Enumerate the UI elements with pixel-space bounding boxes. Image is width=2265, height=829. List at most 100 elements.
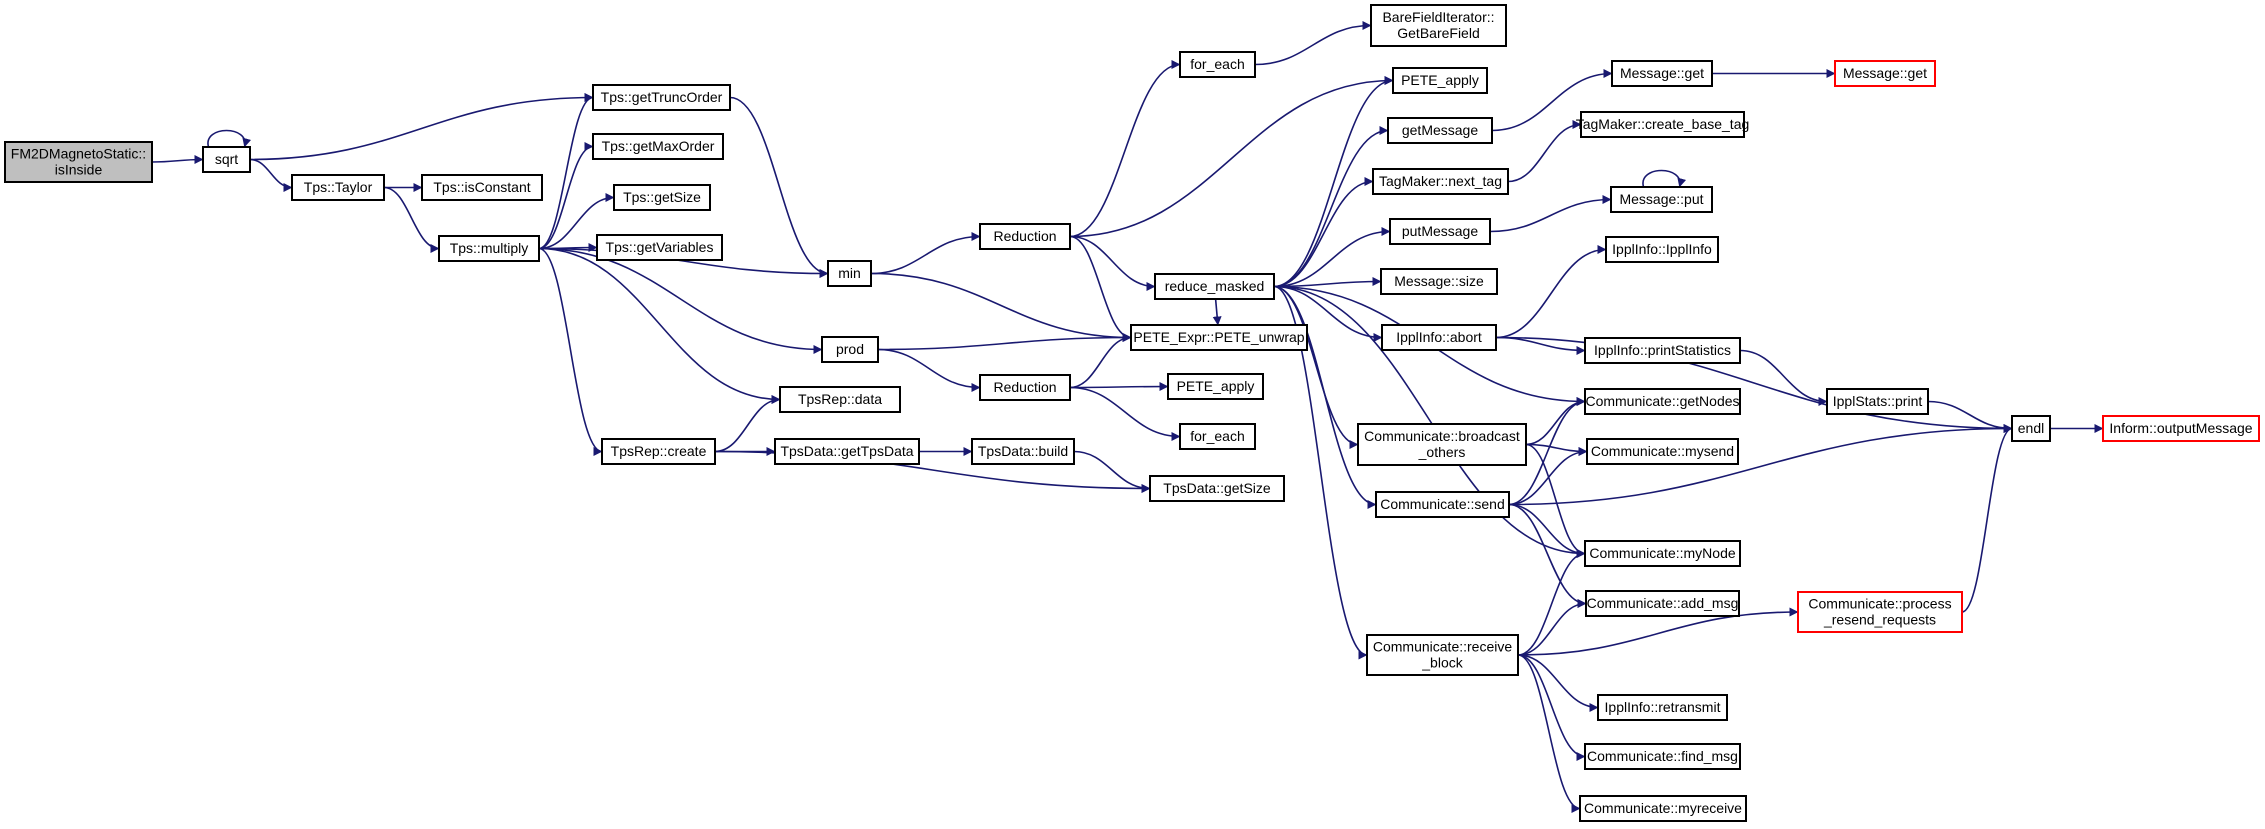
graph-node-outputMessage[interactable]: Inform::outputMessage (2102, 415, 2260, 442)
graph-node-ipplStatsPrint[interactable]: IpplStats::print (1826, 388, 1929, 415)
edge-reduction2-to-peteUnwrap (1069, 333, 1132, 389)
edge-multiply-to-tpsrepCreate (538, 247, 603, 456)
node-label: Message::get (1620, 65, 1704, 81)
node-box (1586, 438, 1739, 465)
graph-node-getMaxOrder[interactable]: Tps::getMaxOrder (592, 133, 724, 160)
edge-reduceMasked-to-peteUnwrap (1212, 298, 1222, 326)
graph-node-ipplInfoCtor[interactable]: IpplInfo::IpplInfo (1605, 236, 1719, 263)
edge-receiveBlock-to-addMsg (1517, 599, 1587, 656)
graph-node-findMsg[interactable]: Communicate::find_msg (1584, 743, 1741, 770)
graph-node-putMessage[interactable]: putMessage (1389, 218, 1491, 245)
node-box (1584, 388, 1741, 415)
graph-node-getMessage[interactable]: getMessage (1387, 117, 1493, 144)
graph-node-getTruncOrder[interactable]: Tps::getTruncOrder (592, 84, 731, 111)
edge-nextTag-to-createBaseTag (1507, 120, 1582, 183)
graph-node-myreceive[interactable]: Communicate::myreceive (1579, 795, 1747, 822)
edge-tpsdataBuild-to-tpsdataGetSize (1073, 450, 1151, 493)
edge-reduceMasked-to-broadcast (1273, 285, 1359, 449)
graph-node-ipplAbort[interactable]: IpplInfo::abort (1381, 324, 1497, 351)
graph-node-prod[interactable]: prod (821, 336, 879, 363)
graph-node-peteApply2[interactable]: PETE_apply (1167, 373, 1264, 400)
graph-node-reduction1[interactable]: Reduction (979, 223, 1071, 250)
graph-node-peteApply1[interactable]: PETE_apply (1392, 67, 1488, 94)
node-box (1179, 51, 1256, 78)
edge-reduceMasked-to-getMessage (1273, 126, 1389, 288)
edge-reduceMasked-to-send (1273, 285, 1377, 509)
graph-node-receiveBlock[interactable]: Communicate::receive_block (1366, 634, 1519, 676)
graph-node-messageGetExt[interactable]: Message::get (1834, 60, 1936, 87)
graph-node-nextTag[interactable]: TagMaker::next_tag (1372, 168, 1509, 195)
graph-node-printStatistics[interactable]: IpplInfo::printStatistics (1584, 337, 1741, 364)
graph-node-createBaseTag[interactable]: TagMaker::create_base_tag (1576, 111, 1750, 138)
node-label: Tps::getSize (623, 189, 701, 205)
graph-node-myNode[interactable]: Communicate::myNode (1584, 540, 1741, 567)
graph-node-send[interactable]: Communicate::send (1375, 491, 1510, 518)
node-label: putMessage (1402, 223, 1478, 239)
graph-node-isConstant[interactable]: Tps::isConstant (421, 174, 543, 201)
node-box (1366, 634, 1519, 676)
graph-node-tpsdataBuild[interactable]: TpsData::build (971, 438, 1075, 465)
edge-send-to-addMsg (1508, 503, 1587, 608)
graph-node-forEach1[interactable]: for_each (1179, 51, 1256, 78)
edge-receiveBlock-to-myreceive (1517, 654, 1581, 813)
node-label: Tps::multiply (450, 240, 529, 256)
node-box (1834, 60, 1936, 87)
graph-node-getVariables[interactable]: Tps::getVariables (596, 234, 723, 261)
node-box (1797, 591, 1963, 633)
edge-receiveBlock-to-myNode (1517, 549, 1586, 656)
edge-multiply-to-prod (538, 247, 823, 354)
graph-node-reduction2[interactable]: Reduction (979, 374, 1071, 401)
graph-node-processResend[interactable]: Communicate::process_resend_requests (1797, 591, 1963, 633)
graph-node-tpsrepCreate[interactable]: TpsRep::create (601, 438, 716, 465)
node-label: _others (1418, 444, 1466, 460)
node-box (1597, 694, 1728, 721)
graph-node-getTpsData[interactable]: TpsData::getTpsData (774, 438, 920, 465)
node-label: Tps::Taylor (304, 179, 373, 195)
node-label: Communicate::getNodes (1585, 393, 1739, 409)
graph-node-retransmit[interactable]: IpplInfo::retransmit (1597, 694, 1728, 721)
node-box (1610, 186, 1713, 213)
graph-node-forEach2[interactable]: for_each (1179, 423, 1256, 450)
graph-node-sqrt[interactable]: sqrt (202, 146, 251, 173)
graph-node-bareField[interactable]: BareFieldIterator::GetBareField (1370, 4, 1507, 47)
graph-node-endl[interactable]: endl (2011, 415, 2051, 442)
graph-node-addMsg[interactable]: Communicate::add_msg (1585, 590, 1740, 617)
graph-node-tpsdataGetSize[interactable]: TpsData::getSize (1149, 475, 1285, 502)
edge-getMessage-to-messageGet (1491, 69, 1613, 132)
node-box (979, 374, 1071, 401)
graph-node-mysend[interactable]: Communicate::mysend (1586, 438, 1739, 465)
node-label: IpplInfo::printStatistics (1594, 342, 1731, 358)
graph-node-peteUnwrap[interactable]: PETE_Expr::PETE_unwrap (1130, 324, 1308, 351)
edge-min-to-reduction1 (870, 232, 981, 275)
edge-messagePut-to-messagePut (1642, 169, 1687, 188)
node-box (774, 438, 920, 465)
node-label: getMessage (1402, 122, 1478, 138)
node-label: Inform::outputMessage (2109, 420, 2252, 436)
graph-node-messageGet[interactable]: Message::get (1611, 60, 1713, 87)
graph-node-taylor[interactable]: Tps::Taylor (291, 174, 385, 201)
graph-node-min[interactable]: min (827, 260, 872, 287)
graph-node-messagePut[interactable]: Message::put (1610, 186, 1713, 213)
node-box (1392, 67, 1488, 94)
graph-node-reduceMasked[interactable]: reduce_masked (1154, 273, 1275, 300)
node-label: Communicate::broadcast (1364, 428, 1520, 444)
node-box (1381, 324, 1497, 351)
graph-node-messageSize[interactable]: Message::size (1380, 268, 1498, 295)
node-label: endl (2018, 420, 2044, 436)
node-box (1370, 4, 1507, 47)
graph-node-tpsrepData[interactable]: TpsRep::data (779, 386, 901, 413)
graph-node-multiply[interactable]: Tps::multiply (438, 235, 540, 262)
node-box (1149, 475, 1285, 502)
node-label: Tps::isConstant (433, 179, 530, 195)
edge-broadcast-to-myNode (1525, 443, 1586, 558)
node-label: FM2DMagnetoStatic:: (11, 146, 146, 162)
graph-node-broadcast[interactable]: Communicate::broadcast_others (1357, 423, 1527, 466)
graph-node-getNodes[interactable]: Communicate::getNodes (1584, 388, 1741, 415)
edge-reduction2-to-forEach2 (1069, 386, 1181, 441)
edge-processResend-to-endl (1961, 424, 2013, 613)
edge-reduceMasked-to-receiveBlock (1273, 285, 1368, 660)
node-label: IpplStats::print (1833, 393, 1923, 409)
graph-node-getSize[interactable]: Tps::getSize (613, 184, 711, 211)
edge-prod-to-reduction2 (877, 348, 981, 392)
graph-node-root[interactable]: FM2DMagnetoStatic::isInside (4, 141, 153, 183)
